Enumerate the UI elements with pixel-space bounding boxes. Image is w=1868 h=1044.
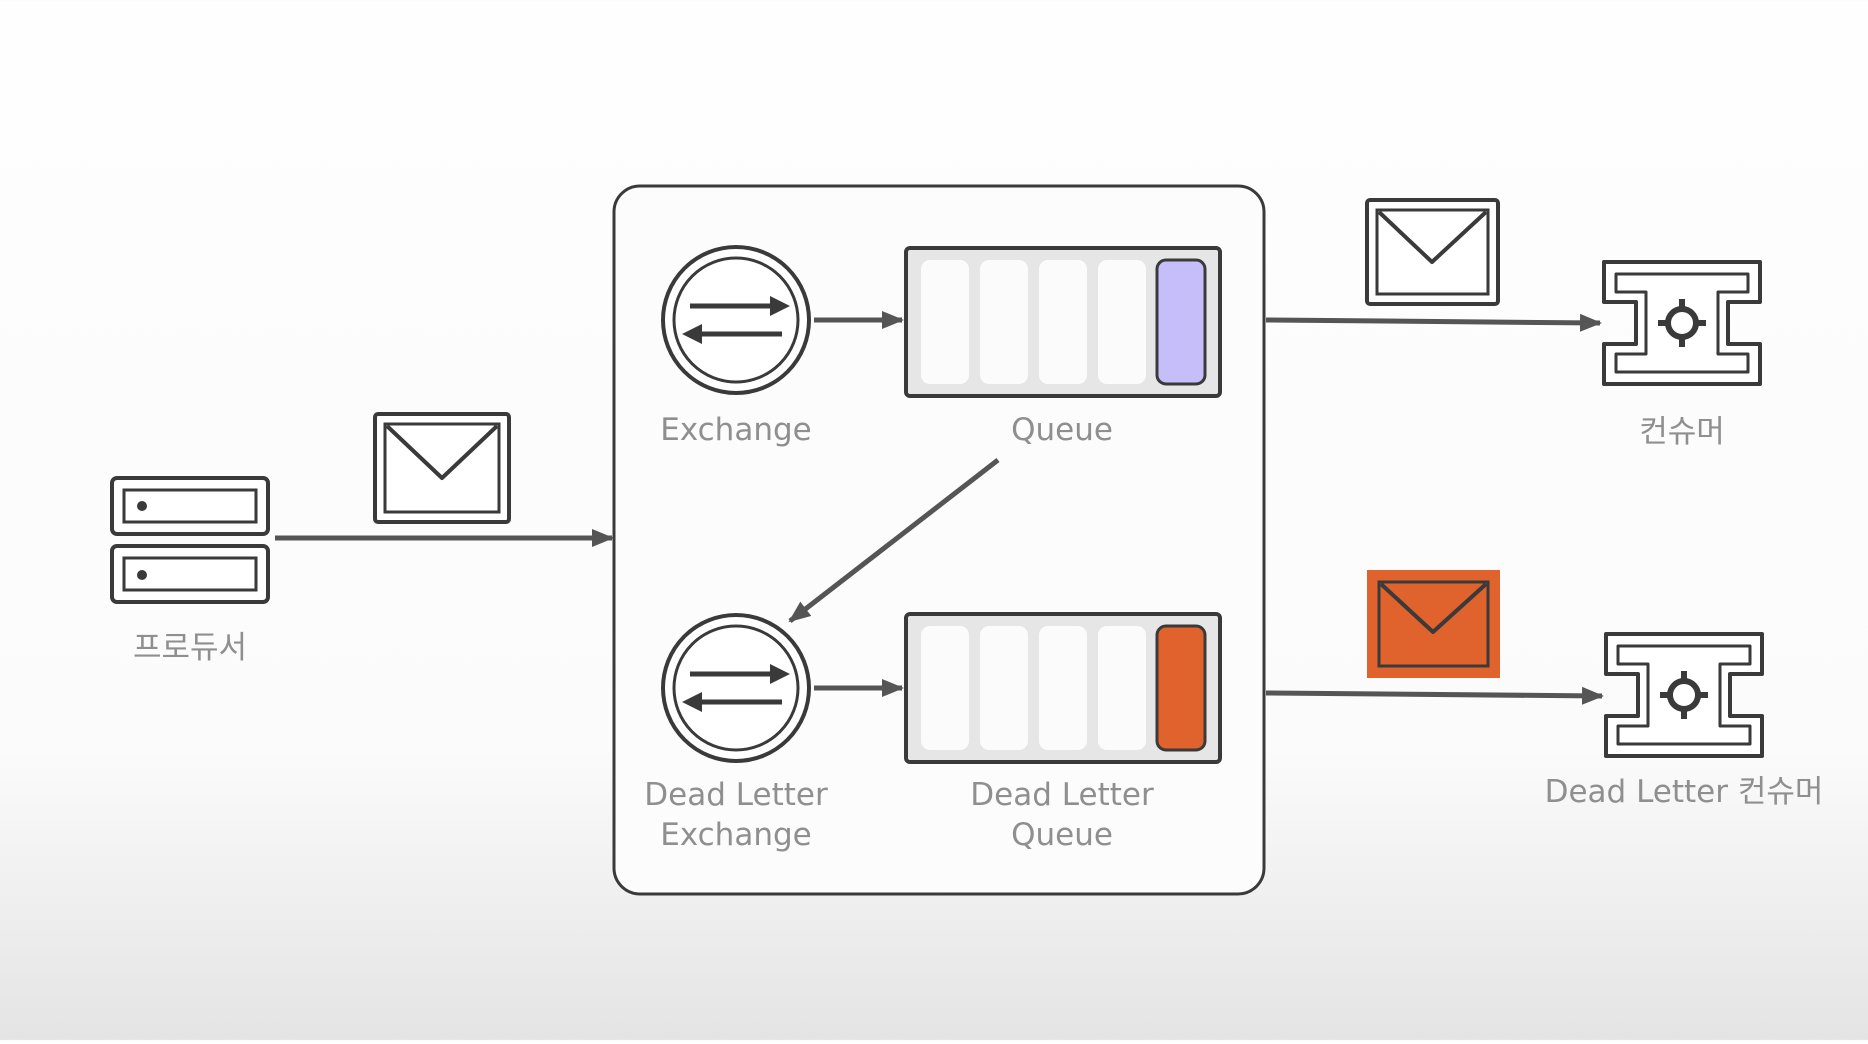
envelope-icon [1365, 198, 1500, 306]
envelope-icon [373, 412, 511, 524]
envelope-icon [1367, 570, 1500, 678]
queue-label: Queue [1011, 412, 1113, 448]
dead-letter-exchange-label-line1: Dead Letter [644, 777, 828, 813]
dead-letter-message-slot [1155, 624, 1207, 752]
exchange-icon [661, 613, 811, 763]
queue-icon [904, 246, 1222, 398]
queue-to-consumer-arrow [1265, 313, 1602, 332]
dead-letter-queue-label-line2: Queue [1011, 817, 1113, 853]
queued-message-slot [1155, 258, 1207, 386]
exchange-label: Exchange [660, 412, 811, 448]
producer-label: 프로듀서 [133, 630, 247, 666]
dead-letter-queue-icon [904, 612, 1222, 764]
dlq-to-dead-letter-consumer-arrow [1265, 686, 1604, 705]
server-icon [110, 476, 270, 604]
consumer-label: 컨슈머 [1639, 414, 1725, 450]
exchange-icon [661, 245, 811, 395]
dead-letter-exchange-label-line2: Exchange [660, 817, 811, 853]
consumer-icon [1604, 632, 1764, 758]
dead-letter-consumer-label: Dead Letter 컨슈머 [1545, 774, 1824, 810]
consumer-icon [1602, 260, 1762, 386]
queue-to-dlx-arrow [788, 458, 1000, 623]
dead-letter-queue-label-line1: Dead Letter [970, 777, 1154, 813]
